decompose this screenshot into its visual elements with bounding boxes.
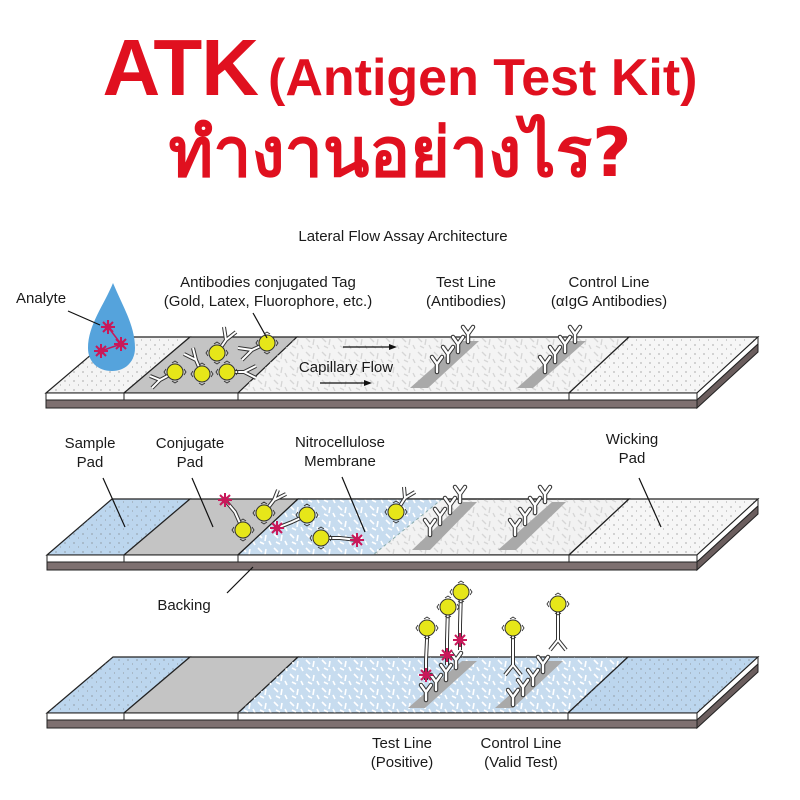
label-control-line-aigg: (αIgG Antibodies) — [550, 293, 668, 310]
title-line-1: ATK(Antigen Test Kit) — [0, 22, 800, 114]
label-sample-pad-1: Sample — [64, 435, 116, 452]
strip-1 — [44, 283, 760, 410]
label-control-line-valid-2: (Valid Test) — [484, 754, 558, 771]
label-wicking-pad-2: Pad — [618, 450, 646, 467]
label-analyte: Analyte — [16, 290, 67, 307]
label-test-line-1: Test Line — [435, 274, 497, 291]
label-conjugate-tag-line1: Antibodies conjugated Tag — [180, 274, 356, 291]
label-membrane-1: Nitrocellulose — [294, 434, 386, 451]
label-backing: Backing — [157, 597, 211, 614]
label-control-line-valid-1: Control Line — [480, 735, 562, 752]
strip-3 — [45, 580, 760, 730]
title-line-2-thai: ทำงานอย่างไร? — [168, 114, 632, 193]
label-test-line-positive-1: Test Line — [371, 735, 433, 752]
label-capillary-flow: Capillary Flow — [298, 359, 394, 376]
conjugate-tags-strip1 — [149, 326, 279, 390]
conjugate-tags-strip2 — [217, 486, 417, 550]
label-conjugate-tag-line2: (Gold, Latex, Fluorophore, etc.) — [163, 293, 373, 310]
label-conjugate-pad-2: Pad — [176, 454, 204, 471]
label-test-line-positive-2: (Positive) — [370, 754, 434, 771]
diagram-heading: Lateral Flow Assay Architecture — [298, 228, 508, 245]
title-atk: ATK — [102, 23, 259, 112]
label-sample-pad-2: Pad — [76, 454, 104, 471]
label-membrane-2: Membrane — [304, 453, 376, 470]
label-control-line-1: Control Line — [568, 274, 650, 291]
label-conjugate-pad-1: Conjugate — [155, 435, 225, 452]
strip-2 — [45, 476, 760, 594]
label-wicking-pad-1: Wicking — [605, 431, 659, 448]
bound-complexes-control-line — [501, 592, 570, 705]
label-test-line-antibodies: (Antibodies) — [425, 293, 507, 310]
bound-complexes-test-line — [415, 580, 473, 700]
title-antigen-test-kit: (Antigen Test Kit) — [268, 49, 698, 107]
